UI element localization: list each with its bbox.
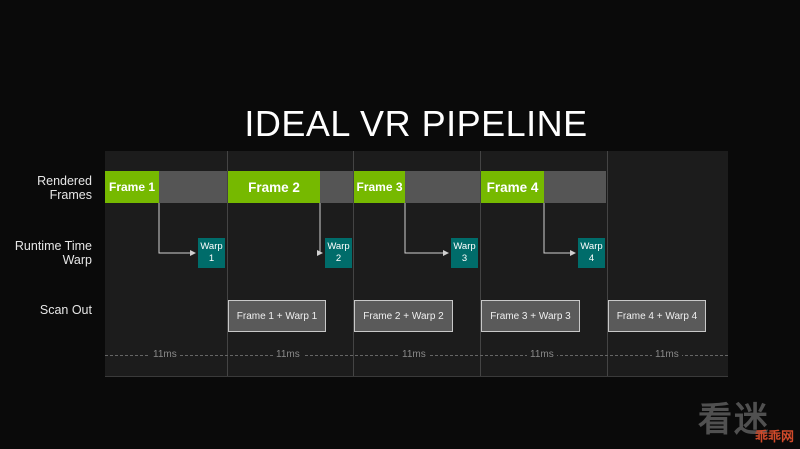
interval-label: 11ms (399, 349, 429, 360)
row-label-runtime-time-warp: Runtime Time Warp (14, 239, 92, 267)
interval-label: 11ms (652, 349, 682, 360)
frame-block-2: Frame 2 (228, 171, 320, 203)
interval-label: 11ms (273, 349, 303, 360)
interval-divider (353, 151, 354, 376)
idle-segment (159, 171, 227, 203)
interval-label: 11ms (150, 349, 180, 360)
frame-block-4: Frame 4 (481, 171, 544, 203)
slide-title: IDEAL VR PIPELINE (244, 103, 588, 144)
idle-segment (544, 171, 606, 203)
frame-block-3: Frame 3 (354, 171, 405, 203)
arrow-frame1-to-warp1 (158, 203, 196, 256)
warp-block-4: Warp 4 (578, 238, 605, 268)
warp-block-3: Warp 3 (451, 238, 478, 268)
watermark-site: 乖乖网 (754, 429, 794, 444)
arrow-frame4-to-warp4 (543, 203, 576, 256)
scanout-block-3: Frame 3 + Warp 3 (481, 300, 580, 332)
warp-block-1: Warp 1 (198, 238, 225, 268)
interval-divider (480, 151, 481, 376)
interval-divider (607, 151, 608, 376)
interval-label: 11ms (527, 349, 557, 360)
scanout-block-4: Frame 4 + Warp 4 (608, 300, 706, 332)
warp-block-2: Warp 2 (325, 238, 352, 268)
scanout-block-2: Frame 2 + Warp 2 (354, 300, 453, 332)
arrow-frame2-to-warp2 (317, 203, 323, 256)
row-label-rendered-frames: Rendered Frames (37, 174, 92, 202)
idle-segment (320, 171, 353, 203)
frame-block-1: Frame 1 (105, 171, 159, 203)
watermark-logo: 看迷 (698, 401, 770, 439)
idle-segment (405, 171, 480, 203)
interval-divider (227, 151, 228, 376)
arrow-frame3-to-warp3 (404, 203, 449, 256)
scanout-block-1: Frame 1 + Warp 1 (228, 300, 326, 332)
row-label-scan-out: Scan Out (39, 303, 92, 317)
